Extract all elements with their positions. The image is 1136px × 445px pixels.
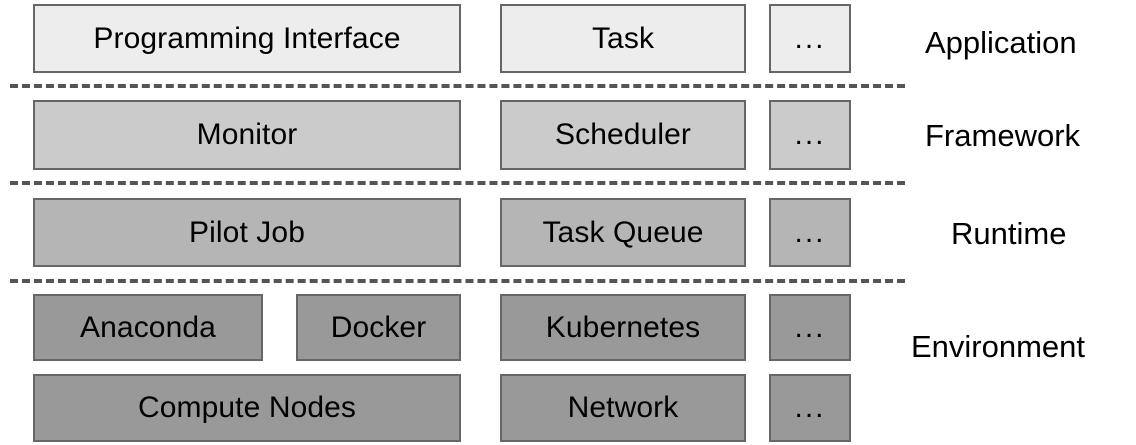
tier-label-framework: Framework <box>925 118 1081 153</box>
component-box-runtime-more: ... <box>769 198 851 267</box>
component-box-network: Network <box>500 374 746 442</box>
component-box-environment-more-top: ... <box>769 294 851 361</box>
component-box-compute-nodes: Compute Nodes <box>33 374 461 442</box>
component-box-scheduler: Scheduler <box>500 100 746 170</box>
component-box-pilot-job: Pilot Job <box>33 198 461 267</box>
tier-label-runtime: Runtime <box>951 216 1067 251</box>
divider-application-framework <box>10 84 905 88</box>
component-box-programming-interface: Programming Interface <box>33 4 461 73</box>
component-box-task: Task <box>500 4 746 73</box>
component-box-environment-more-bottom: ... <box>769 374 851 442</box>
component-box-framework-more: ... <box>769 100 851 170</box>
component-box-kubernetes: Kubernetes <box>500 294 746 361</box>
component-box-docker: Docker <box>296 294 461 361</box>
divider-runtime-environment <box>10 279 905 283</box>
divider-framework-runtime <box>10 181 905 185</box>
component-box-task-queue: Task Queue <box>500 198 746 267</box>
component-box-monitor: Monitor <box>33 100 461 170</box>
component-box-anaconda: Anaconda <box>33 294 263 361</box>
tier-label-environment: Environment <box>911 329 1086 364</box>
tier-label-application: Application <box>925 25 1077 60</box>
component-box-application-more: ... <box>769 4 851 73</box>
